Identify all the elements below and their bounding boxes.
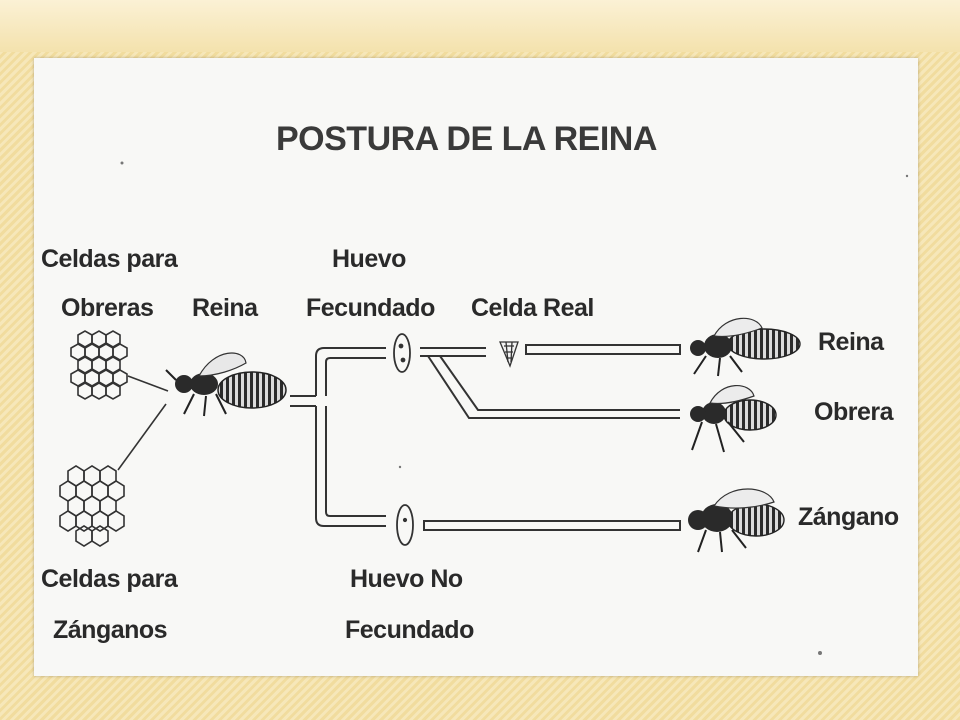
worker-output-label: Obrera: [814, 398, 893, 426]
queen-bee-output-illustration: [690, 317, 801, 377]
cell-connectors: [117, 375, 169, 471]
top-band: [0, 0, 960, 52]
drone-cells-honeycomb: [59, 465, 125, 547]
queen-bee-illustration: [165, 352, 287, 417]
fertilized-egg-label-line1: Huevo: [332, 245, 406, 273]
drone-cells-label-line1: Celdas para: [41, 565, 178, 593]
diagram-title: POSTURA DE LA REINA: [276, 120, 657, 158]
eggs: [393, 333, 414, 546]
drone-output-label: Zángano: [798, 503, 899, 531]
royal-cell-label: Celda Real: [471, 294, 594, 322]
royal-cell: [499, 341, 519, 368]
worker-bee-output-illustration: [690, 384, 777, 453]
unfertilized-egg-label-line2: Fecundado: [345, 616, 474, 644]
fertilized-egg: [393, 333, 411, 373]
scan-specks: [120, 161, 909, 655]
branch-lines: [290, 344, 681, 531]
drone-bee-output-illustration: [688, 488, 785, 553]
drone-cells-label-line2: Zánganos: [53, 616, 168, 644]
worker-cells-label-line2: Obreras: [61, 294, 154, 322]
queen-label-left: Reina: [192, 294, 258, 322]
unfertilized-egg: [396, 504, 414, 546]
diagram-panel: POSTURA DE LA REINA Celdas para Obreras …: [34, 58, 918, 676]
unfertilized-egg-label-line1: Huevo No: [350, 565, 463, 593]
worker-cells-honeycomb: [70, 330, 128, 400]
queen-output-label: Reina: [818, 328, 884, 356]
worker-cells-label-line1: Celdas para: [41, 245, 178, 273]
diagram-canvas: [59, 161, 909, 655]
fertilized-egg-label-line2: Fecundado: [306, 294, 435, 322]
